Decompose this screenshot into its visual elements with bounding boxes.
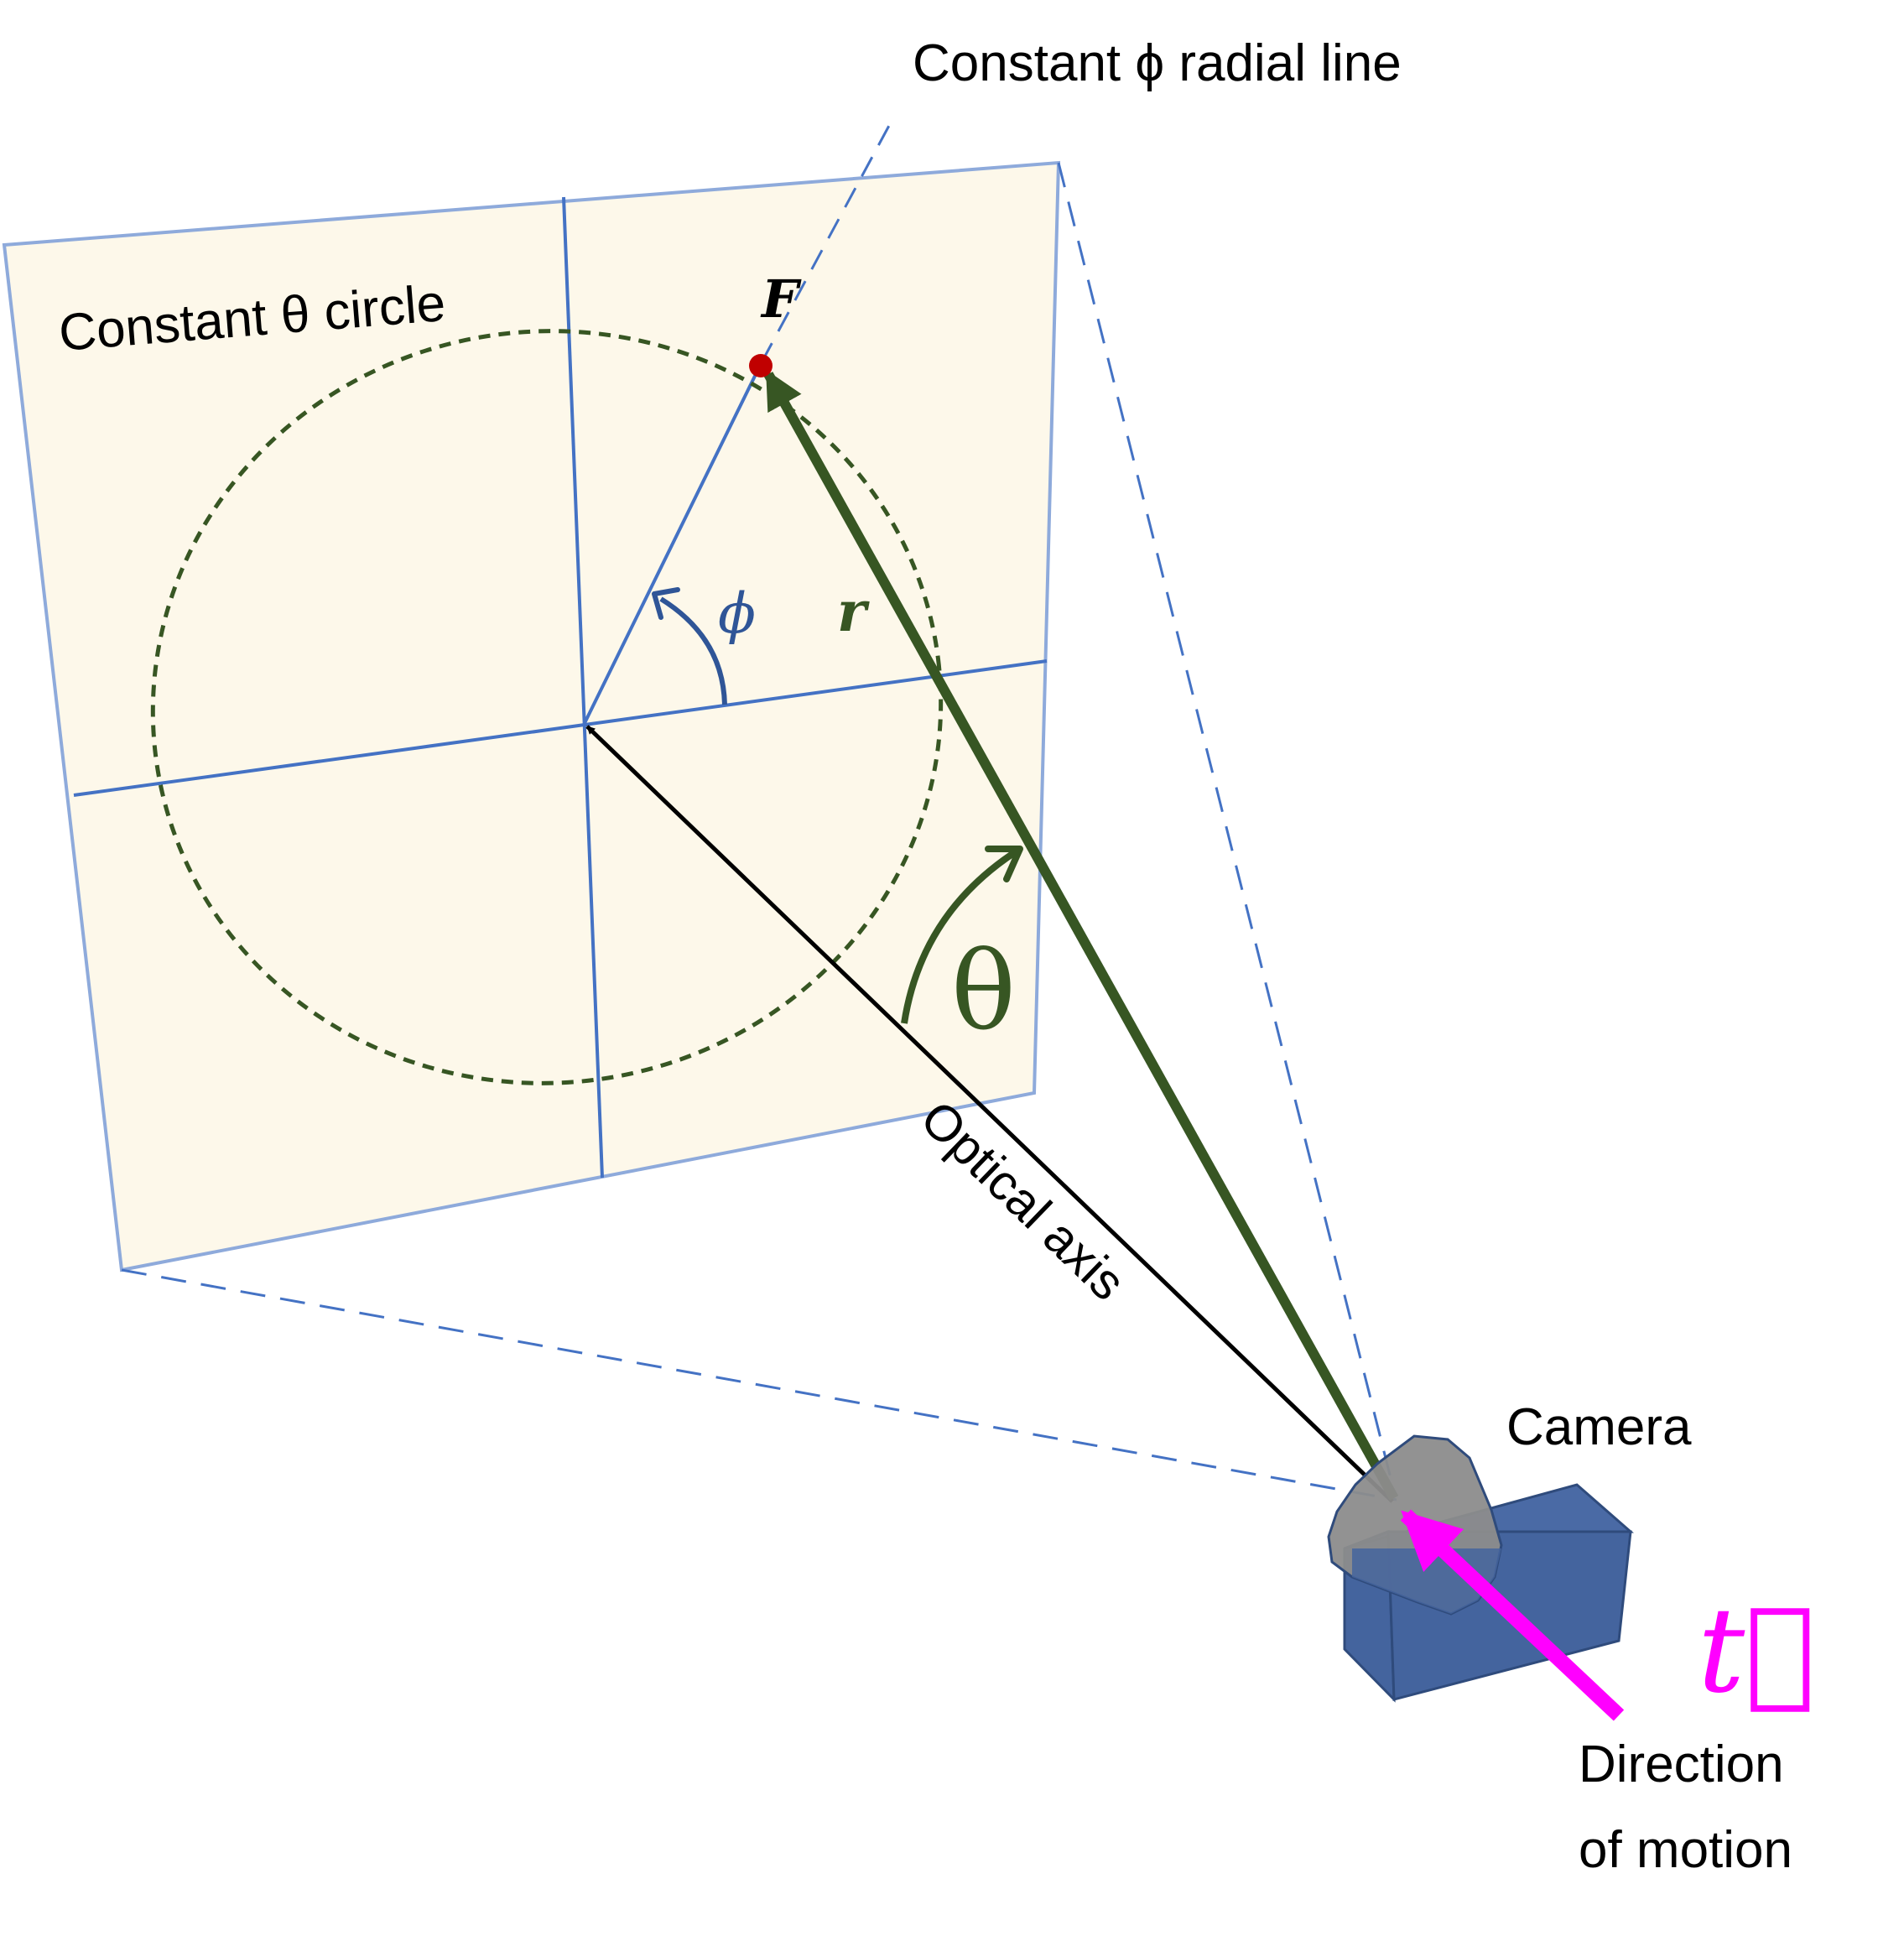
frustum-line-bottom <box>121 1268 1397 1501</box>
camera-label: Camera <box>1506 1398 1692 1456</box>
phi-label: ϕ <box>718 581 756 646</box>
radial-line-dashed <box>760 122 892 363</box>
point-f-label: F <box>760 268 802 330</box>
r-label: r <box>837 579 870 644</box>
frustum-line-top <box>1057 162 1394 1486</box>
phi-arc-arrowhead <box>652 587 680 620</box>
optical-axis <box>585 725 1394 1503</box>
theta-arc <box>901 849 1017 1024</box>
radial-line-solid <box>583 362 763 724</box>
motion-label-line2: of motion <box>1579 1821 1792 1879</box>
translation-label: t⃗ <box>1698 1583 1815 1720</box>
phi-arc <box>659 596 727 705</box>
vertical-axis-line <box>562 196 604 1179</box>
theta-arc-arrowhead <box>985 846 1023 882</box>
theta-label: θ <box>951 929 1016 1054</box>
r-vector <box>763 369 1399 1501</box>
motion-vector <box>1400 1509 1625 1721</box>
image-plane <box>2 160 1061 1272</box>
optical-axis-label: Optical axis <box>910 1090 1137 1311</box>
theta-circle <box>150 329 944 1085</box>
radial-line-label: Constant ϕ radial line <box>913 34 1402 92</box>
point-f <box>749 354 773 377</box>
horizontal-axis-line <box>73 659 1048 797</box>
camera <box>1327 1434 1634 1703</box>
motion-label-line1: Direction <box>1579 1736 1784 1793</box>
